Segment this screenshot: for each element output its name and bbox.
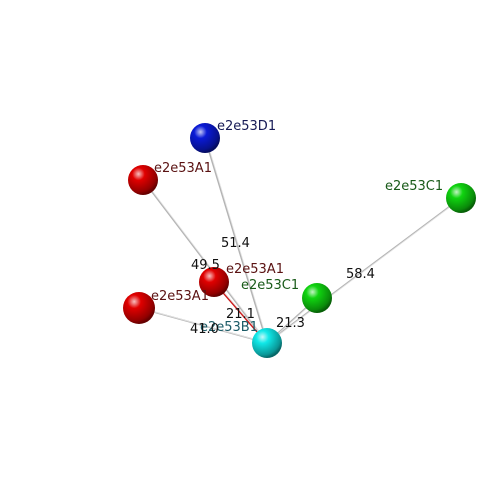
node-label-n6: e2e53A1 (151, 289, 209, 304)
edge-label-n1-n7: 51.4 (221, 236, 250, 251)
edge-n3-n7 (266, 197, 462, 344)
node-n3 (446, 183, 476, 213)
node-label-n4: e2e53A1 (226, 262, 284, 277)
node-label-n1: e2e53D1 (217, 119, 276, 134)
edge-label-n2-n7: 49.5 (191, 258, 220, 273)
node-n5 (302, 283, 332, 313)
edge-label-n5-n7: 21.3 (276, 316, 305, 331)
edge-n1-n7 (204, 137, 268, 344)
edge-highlight (205, 137, 269, 344)
node-label-n7: e2e53B1 (200, 320, 258, 335)
node-n2 (128, 165, 158, 195)
nodes-layer (123, 123, 476, 358)
node-label-n5: e2e53C1 (241, 278, 299, 293)
labels-layer: e2e53D1e2e53A1e2e53C1e2e53A1e2e53C1e2e53… (151, 119, 443, 337)
node-n7 (252, 328, 282, 358)
edges-layer (138, 137, 463, 344)
edge-n2-n7 (142, 179, 268, 344)
edge-highlight (143, 179, 269, 344)
node-label-n2: e2e53A1 (154, 161, 212, 176)
edge-label-n6-n7: 41.0 (190, 322, 219, 337)
edge-highlight (267, 197, 463, 344)
node-n1 (190, 123, 220, 153)
node-n6 (123, 292, 155, 324)
edge-highlight (139, 307, 269, 344)
edge-label-n3-n7: 58.4 (346, 267, 375, 282)
node-n4 (199, 267, 229, 297)
node-label-n3: e2e53C1 (385, 179, 443, 194)
edge-label-n4-n7: 21.1 (226, 307, 255, 322)
